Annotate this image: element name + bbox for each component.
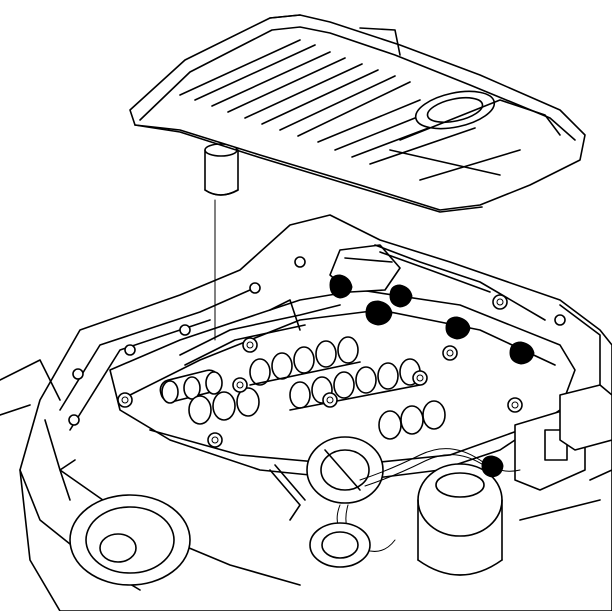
output-housing xyxy=(59,459,191,586)
spool-valve-row-2 xyxy=(249,336,361,386)
filter-neck xyxy=(204,143,239,341)
spool-valve-row-3 xyxy=(289,358,421,411)
highlighted-components xyxy=(329,274,535,478)
solenoid-assembly xyxy=(269,384,612,576)
oil-pan xyxy=(129,14,586,213)
spool-valve-row-4 xyxy=(188,387,446,440)
spool-valve-row-1 xyxy=(159,369,223,404)
